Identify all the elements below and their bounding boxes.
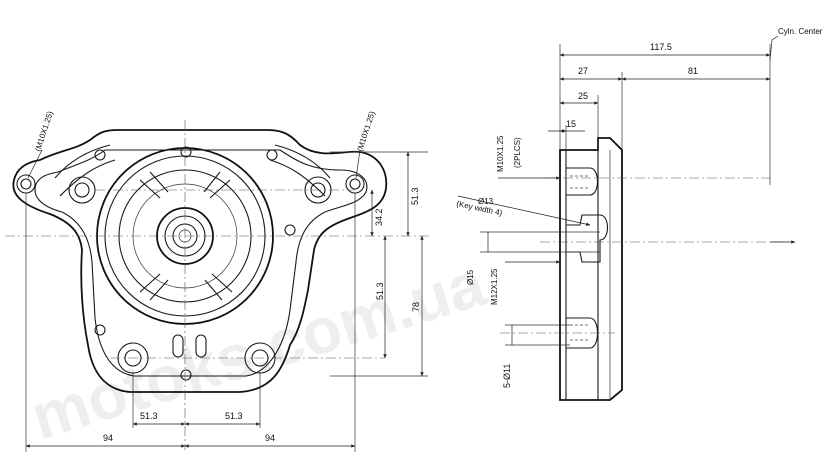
- bolt-hole-top-left: [68, 176, 96, 204]
- dim-51-3-bottom-left: 51.3: [140, 411, 158, 421]
- slot-right: [195, 334, 207, 358]
- dim-27: 27: [578, 66, 588, 76]
- dim-51-3-right-top: 51.3: [410, 187, 420, 205]
- flange-outline: [12, 129, 388, 393]
- rib-top-left: [139, 171, 169, 199]
- holes-label: 5-Ø11: [502, 364, 512, 388]
- dia-15-label: Ø15: [466, 269, 475, 285]
- leader-thread-right: [355, 149, 361, 179]
- dim-51-3-right-bottom: 51.3: [375, 282, 385, 300]
- thread-label-right: (M10X1.25): [355, 110, 377, 153]
- dim-51-3-bottom-right: 51.3: [225, 411, 243, 421]
- dim-25: 25: [578, 91, 588, 101]
- thread-bottom-label: M12X1.25: [490, 268, 499, 305]
- dim-94-right: 94: [265, 433, 275, 443]
- left-ear-hole: [16, 174, 36, 194]
- thread-top-label: M10X1.25: [496, 135, 505, 172]
- side-flange: [559, 137, 623, 401]
- dim-78: 78: [411, 302, 421, 312]
- side-view: 117.5 27 81 25 15 Cyln. Center M10X1.25 …: [456, 27, 823, 401]
- leader-thread-left: [27, 149, 43, 179]
- dim-94-left: 94: [103, 433, 113, 443]
- side-hidden-bottom: [570, 324, 590, 341]
- dim-117-5: 117.5: [650, 42, 672, 52]
- small-hole-r: [284, 224, 296, 236]
- cyl-center-leader: [769, 35, 779, 61]
- dim-34-2: 34.2: [374, 208, 384, 226]
- dim-81: 81: [688, 66, 698, 76]
- small-hole-tr: [266, 149, 278, 161]
- small-hole-tl: [94, 149, 106, 161]
- small-hole-bottom: [180, 369, 192, 381]
- rib-top-right: [203, 171, 231, 199]
- cyl-center-label: Cyln. Center: [778, 27, 823, 36]
- front-view: (M10X1.25) (M10X1.25) 51.3 34.2 51.3 78 …: [5, 110, 430, 452]
- passage-left: [54, 144, 116, 197]
- flange-inner: [34, 149, 368, 377]
- side-port: [566, 214, 609, 263]
- side-boss-top: [566, 167, 599, 196]
- passage-right: [269, 144, 331, 197]
- dia-13-label: Ø13: [478, 197, 494, 206]
- rib-bottom-right: [204, 273, 233, 301]
- slot-left: [172, 334, 184, 358]
- thread-label-left: (M10X1.25): [33, 110, 55, 153]
- dim-15: 15: [566, 119, 576, 129]
- small-hole-top: [180, 146, 192, 158]
- leader-dia-13: [457, 195, 591, 226]
- side-hidden-thread-top: [570, 175, 590, 189]
- thread-top-qty: (2PLCS): [513, 137, 522, 168]
- small-hole-bl: [94, 324, 106, 336]
- rib-bottom-left: [139, 273, 169, 301]
